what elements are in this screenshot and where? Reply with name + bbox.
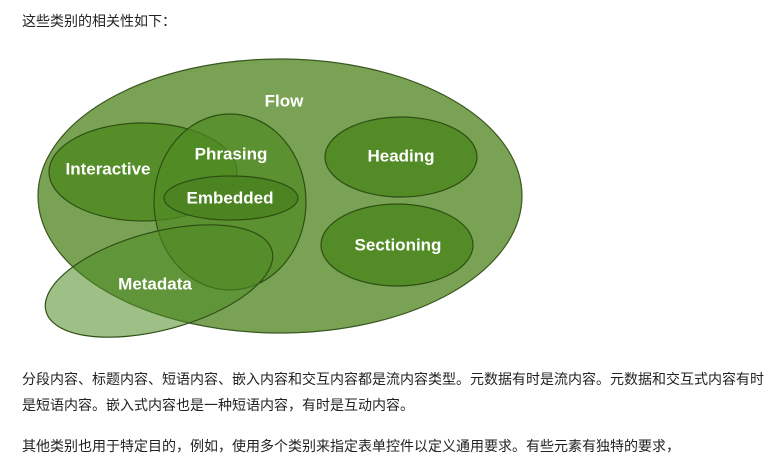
sectioning-label: Sectioning [355,235,442,254]
heading-label: Heading [367,146,434,165]
embedded-ellipse [163,175,299,221]
metadata-label: Metadata [118,274,192,293]
paragraph-other-categories: 其他类别也用于特定目的，例如，使用多个类别来指定表单控件以定义通用要求。有些元素… [22,439,680,455]
paragraph-content-relations: 分段内容、标题内容、短语内容、嵌入内容和交互内容都是流内容类型。元数据有时是流内… [22,372,764,414]
embedded-label: Embedded [187,188,274,207]
interactive-label: Interactive [65,159,150,178]
sectioning-ellipse [320,203,474,287]
flow-label: Flow [265,91,304,110]
content-category-diagram: Flow Interactive Phrasing Embedded Headi… [37,58,523,338]
intro-text: 这些类别的相关性如下： [22,14,176,30]
phrasing-label: Phrasing [195,144,268,163]
heading-ellipse [324,116,478,198]
metadata-ellipse [44,224,274,338]
